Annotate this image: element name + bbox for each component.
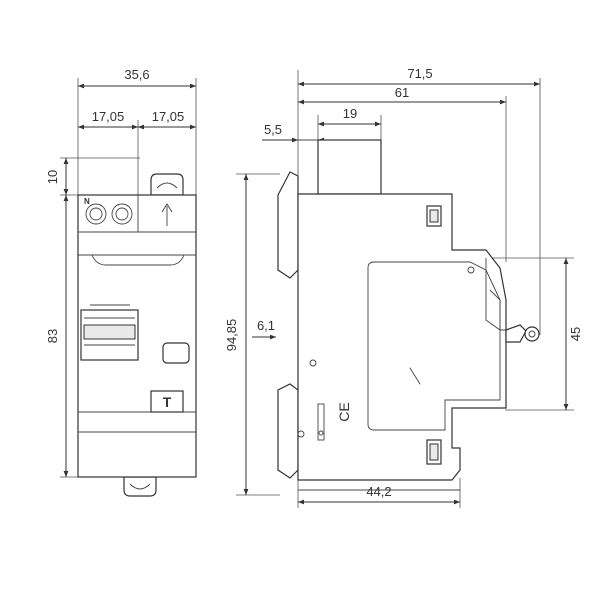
terminal-screw-icon xyxy=(505,324,540,343)
terminal-screw-icon xyxy=(111,203,133,225)
indicator-window xyxy=(162,342,190,364)
dim-front-half-left-label: 17,05 xyxy=(92,109,125,124)
dim-side-offset-6-1-label: 6,1 xyxy=(257,318,275,333)
arrow-up-icon xyxy=(161,203,173,226)
ce-mark: CE xyxy=(336,402,352,421)
dim-side-base-depth-label: 44,2 xyxy=(366,484,391,499)
side-view: 71,5 61 19 5,5 94,85 6,1 45 44,2 xyxy=(224,66,583,508)
dim-front-top-offset-label: 10 xyxy=(45,170,60,184)
dim-side-total-depth-label: 71,5 xyxy=(407,66,432,81)
dim-side-offset-5-5-label: 5,5 xyxy=(264,122,282,137)
dim-side-depth-61-label: 61 xyxy=(395,85,409,100)
front-view: 35,6 17,05 17,05 10 83 N xyxy=(45,67,197,497)
test-button-label: T xyxy=(163,394,172,410)
terminal-screw-icon xyxy=(85,203,107,225)
dim-side-depth-19-label: 19 xyxy=(343,106,357,121)
dim-side-terminal-height-label: 45 xyxy=(568,327,583,341)
dim-front-half-right-label: 17,05 xyxy=(152,109,185,124)
test-button xyxy=(150,390,184,413)
dim-front-width-label: 35,6 xyxy=(124,67,149,82)
terminal-n-label: N xyxy=(84,197,90,206)
dim-front-height-label: 83 xyxy=(45,329,60,343)
dim-side-height-label: 94,85 xyxy=(224,319,239,352)
